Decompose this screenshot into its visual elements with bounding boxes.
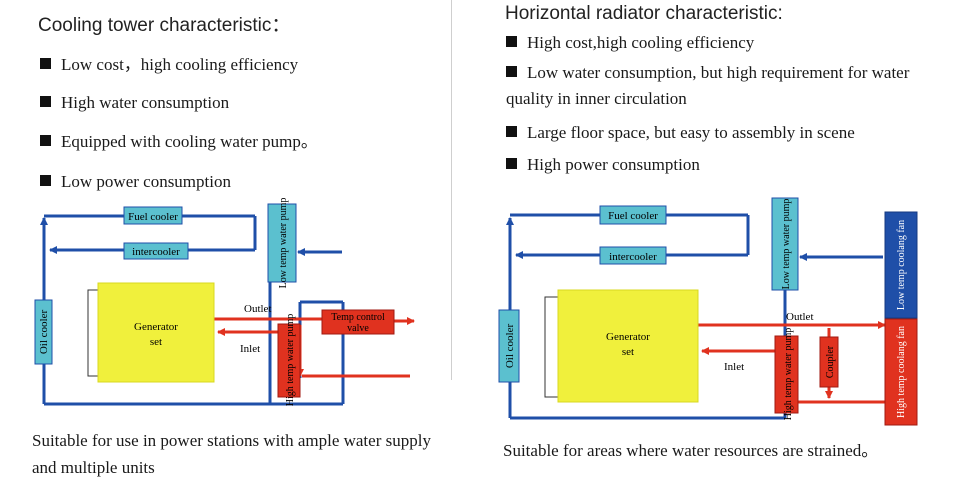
left-fuel-cooler-label: Fuel cooler [128, 211, 178, 223]
right-oil-cooler-label: Oil cooler [504, 324, 516, 369]
left-high-temp-pump-box [277, 323, 301, 398]
left-outlet-label: Outlet [244, 303, 272, 315]
right-coupler-box [819, 336, 839, 388]
left-temp-valve-label-2: valve [347, 323, 369, 334]
right-high-temp-pump-label: High temp water pump [783, 328, 794, 420]
right-inlet-label: Inlet [724, 361, 744, 373]
bullet-square-icon [506, 126, 517, 137]
panel-divider [451, 0, 452, 380]
right-generator-radiator-plate [544, 296, 559, 398]
left-generator-radiator-plate [87, 289, 99, 377]
left-bullet-2: High water consumption [40, 90, 229, 116]
left-low-temp-pump-box [267, 203, 297, 283]
bullet-square-icon [40, 175, 51, 186]
left-title: Cooling tower characteristic： [38, 15, 291, 36]
right-intercooler-box [599, 246, 667, 265]
right-oil-cooler-box [498, 309, 520, 383]
left-high-temp-pump-label: High temp water pump [285, 314, 296, 406]
bullet-square-icon [40, 96, 51, 107]
right-bullet-2-text: Low water consumption, but high requirem… [506, 63, 910, 108]
right-fuel-cooler-label: Fuel cooler [608, 210, 658, 222]
left-bullet-4-text: Low power consumption [61, 172, 231, 191]
right-high-temp-pump-box [774, 335, 799, 414]
right-bullet-1-text: High cost,high cooling efficiency [527, 33, 755, 52]
bullet-square-icon [40, 58, 51, 69]
left-fuel-cooler-box [123, 206, 183, 225]
left-bullet-1: Low cost，high cooling efficiency [40, 52, 298, 78]
right-intercooler-label: intercooler [609, 251, 657, 263]
right-outlet-label: Outlet [786, 311, 814, 323]
left-intercooler-label: intercooler [132, 246, 180, 258]
left-bullet-1-text: Low cost，high cooling efficiency [61, 55, 299, 74]
left-low-temp-pump-label: Low temp water pump [278, 198, 289, 289]
right-generator-label-1: Generator [606, 331, 650, 343]
right-bullet-4-text: High power consumption [527, 155, 700, 174]
bullet-square-icon [506, 158, 517, 169]
left-inlet-label: Inlet [240, 343, 260, 355]
left-diagram: Fuel cooler intercooler Low temp water p… [34, 198, 415, 406]
left-oil-cooler-box [34, 299, 53, 365]
right-fuel-cooler-box [599, 205, 667, 225]
left-oil-cooler-label: Oil cooler [38, 310, 50, 355]
left-temp-valve-label-1: Temp control [331, 312, 385, 323]
left-bullet-2-text: High water consumption [61, 93, 230, 112]
right-bullet-1: High cost,high cooling efficiency [506, 30, 754, 56]
left-bullet-3: Equipped with cooling water pump。 [40, 129, 318, 155]
right-coupler-label: Coupler [825, 345, 836, 378]
left-caption: Suitable for use in power stations with … [32, 431, 431, 477]
bullet-square-icon [506, 36, 517, 47]
right-low-temp-fan-box [884, 211, 918, 319]
right-high-temp-fan-label: High temp coolang fan [896, 326, 907, 418]
right-bullet-3: Large floor space, but easy to assembly … [506, 120, 855, 146]
right-low-temp-pump-label: Low temp water pump [781, 199, 792, 290]
left-generator-box [97, 282, 215, 383]
right-high-temp-fan-box [884, 318, 918, 426]
bullet-square-icon [506, 66, 517, 77]
right-generator-label-2: set [622, 346, 634, 358]
left-bullet-3-text: Equipped with cooling water pump。 [61, 132, 318, 151]
left-generator-label-1: Generator [134, 321, 178, 333]
right-title: Horizontal radiator characteristic: [505, 3, 783, 24]
left-intercooler-box [123, 242, 189, 260]
left-generator-label-2: set [150, 336, 162, 348]
right-low-temp-fan-label: Low temp coolang fan [896, 220, 907, 310]
right-low-temp-pump-box [771, 197, 799, 291]
right-diagram: Fuel cooler intercooler Low temp water p… [498, 197, 918, 426]
right-bullet-2: Low water consumption, but high requirem… [506, 60, 936, 112]
right-bullet-3-text: Large floor space, but easy to assembly … [527, 123, 855, 142]
bullet-square-icon [40, 135, 51, 146]
right-caption: Suitable for areas where water resources… [503, 441, 879, 460]
left-bullet-4: Low power consumption [40, 169, 231, 195]
left-temp-control-valve-box [321, 309, 395, 335]
right-bullet-4: High power consumption [506, 152, 700, 178]
right-generator-box [557, 289, 699, 403]
